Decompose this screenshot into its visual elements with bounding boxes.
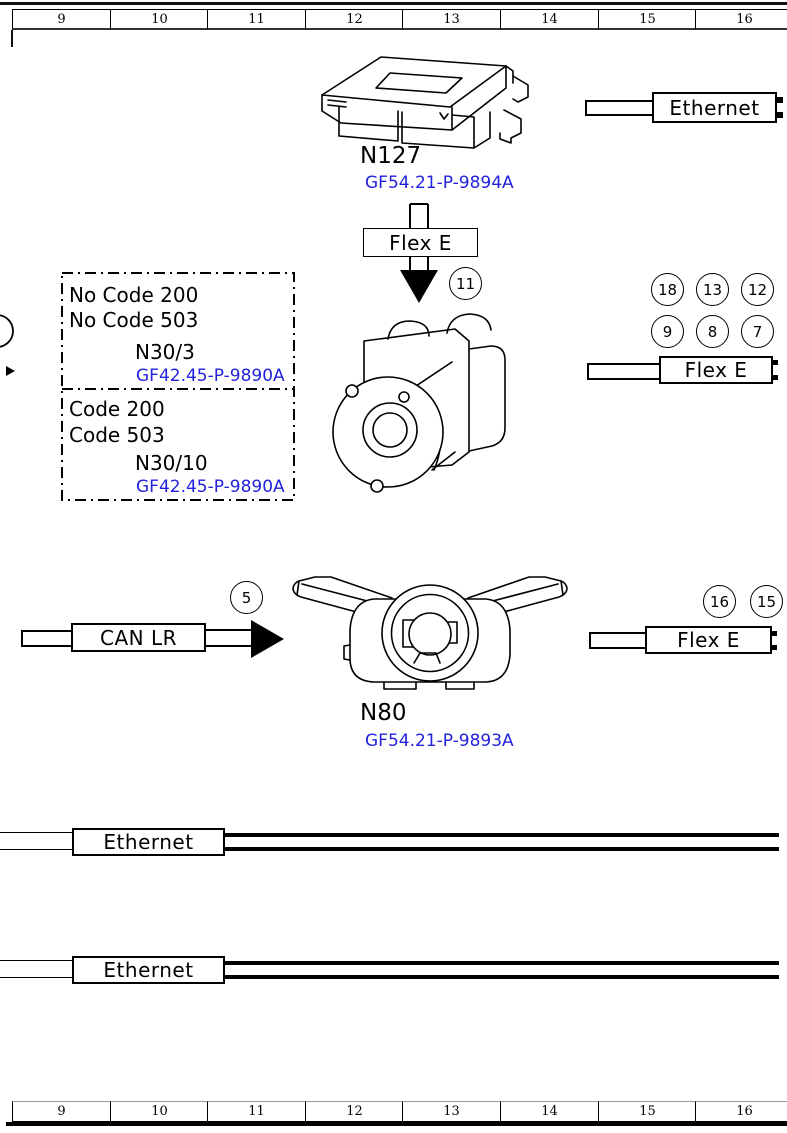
wire-continuation-tick [771, 631, 777, 636]
left-edge-fragments [0, 314, 15, 376]
variant-bottom-line1: Code 200 [69, 397, 165, 421]
callout-11: 11 [449, 267, 482, 300]
callout-5: 5 [230, 581, 263, 614]
ethernet2-left-wire [0, 960, 74, 978]
can-lr-connector: CAN LR [71, 623, 206, 652]
ethernet2-bus-line [225, 975, 779, 979]
ruler-cell: 13 [402, 9, 501, 30]
connector-label: Ethernet [103, 958, 194, 982]
ruler-cell: 12 [305, 1101, 404, 1122]
small-right-arrow-icon [6, 366, 15, 376]
wire-continuation-tick [777, 97, 783, 103]
variant-bottom-part-link[interactable]: GF42.45-P-9890A [136, 477, 285, 497]
variant-bottom-component: N30/10 [135, 451, 208, 475]
n127-label: N127 [360, 143, 422, 169]
flex-e-bottom-wire [589, 632, 648, 649]
connector-label: Flex E [389, 230, 452, 255]
callout-16: 16 [703, 585, 736, 618]
ruler-cell: 12 [305, 9, 404, 30]
wire-continuation-tick [772, 375, 778, 380]
flex-e-mid-wire [587, 363, 661, 380]
connector-label: Flex E [677, 628, 740, 652]
callout-18: 18 [651, 273, 684, 306]
ruler-cell: 11 [207, 1101, 306, 1122]
variant-bottom-line2: Code 503 [69, 423, 165, 447]
wire-continuation-tick [771, 645, 777, 650]
ruler-cell: 14 [500, 1101, 599, 1122]
flex-e-mid-right-connector: Flex E [659, 356, 773, 384]
variant-box-border [61, 272, 295, 501]
callout-12: 12 [741, 273, 774, 306]
ethernet1-bus-line [225, 833, 779, 837]
ruler-cell: 13 [402, 1101, 501, 1122]
clipped-callout-circle [0, 314, 14, 348]
n80-column-module-drawing [292, 576, 568, 690]
ethernet-left-connector-1: Ethernet [72, 828, 225, 856]
ruler-cell: 9 [12, 1101, 111, 1122]
ruler-cell: 15 [598, 9, 697, 30]
flex-e-arrowhead-down [400, 270, 438, 303]
can-lr-arrow-shaft [205, 629, 253, 647]
flex-e-bottom-right-connector: Flex E [645, 626, 772, 654]
wire-continuation-tick [772, 360, 778, 365]
n80-part-link[interactable]: GF54.21-P-9893A [365, 731, 514, 751]
callout-7: 7 [741, 315, 774, 348]
ruler-cell: 10 [110, 1101, 209, 1122]
connector-label: CAN LR [99, 625, 177, 650]
callout-8: 8 [696, 315, 729, 348]
callout-9: 9 [651, 315, 684, 348]
flex-e-arrow-connector: Flex E [363, 228, 478, 257]
ethernet2-bus-line [225, 961, 779, 965]
n127-ecu-drawing [321, 56, 529, 149]
n30-abs-pump-drawing [332, 313, 506, 493]
connector-label: Flex E [684, 358, 748, 382]
ethernet-left-connector-2: Ethernet [72, 956, 225, 984]
ruler-cell: 16 [695, 9, 787, 30]
n80-label: N80 [360, 700, 407, 726]
wire-continuation-tick [777, 112, 783, 118]
variant-top-part-link[interactable]: GF42.45-P-9890A [136, 366, 285, 386]
ruler-cell: 14 [500, 9, 599, 30]
ruler-cell: 16 [695, 1101, 787, 1122]
ruler-cell: 15 [598, 1101, 697, 1122]
can-lr-arrowhead-right [251, 620, 284, 658]
frame-corner-tick [11, 30, 13, 47]
connector-label: Ethernet [103, 830, 194, 854]
callout-15: 15 [750, 585, 783, 618]
ruler-cell: 10 [110, 9, 209, 30]
bottom-frame-line [6, 1122, 787, 1126]
connector-label: Ethernet [669, 95, 760, 120]
top-frame-line [0, 2, 787, 5]
variant-top-component: N30/3 [135, 340, 195, 364]
ethernet-top-wire [585, 100, 655, 116]
callout-13: 13 [696, 273, 729, 306]
ethernet1-left-wire [0, 832, 74, 850]
ruler-cell: 11 [207, 9, 306, 30]
can-lr-wire [21, 630, 75, 647]
n127-part-link[interactable]: GF54.21-P-9894A [365, 173, 514, 193]
ethernet1-bus-line [225, 847, 779, 851]
ruler-cell: 9 [12, 9, 111, 30]
variant-top-line1: No Code 200 [69, 283, 199, 307]
ethernet-top-right-connector: Ethernet [652, 92, 777, 123]
variant-top-line2: No Code 503 [69, 308, 199, 332]
